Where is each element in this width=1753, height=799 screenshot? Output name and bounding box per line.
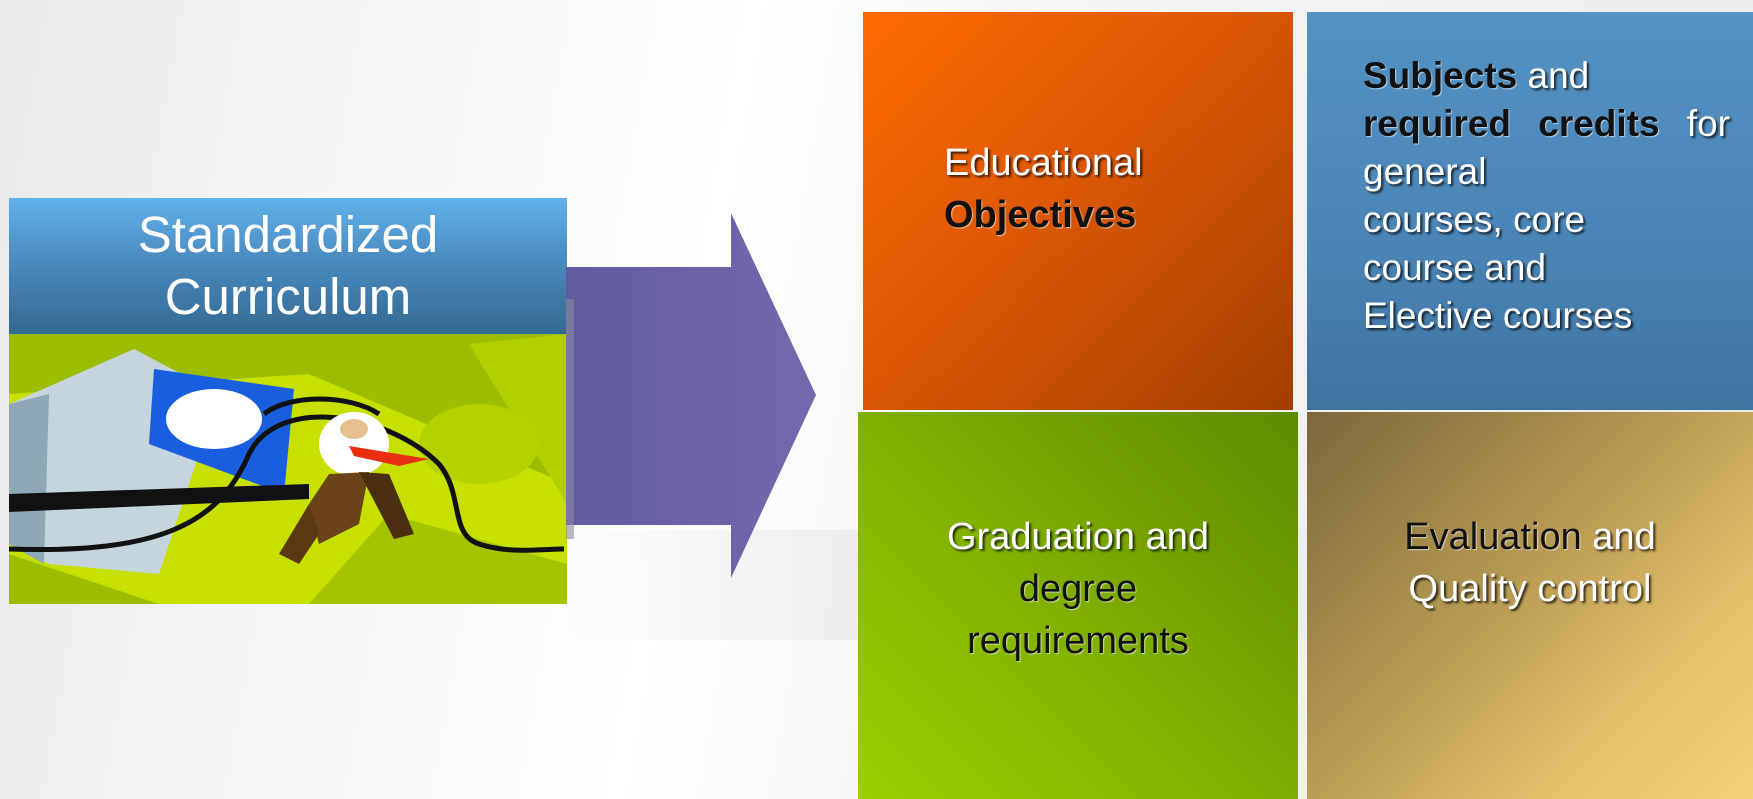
for-text: for bbox=[1686, 103, 1730, 144]
subjects-line2: required credits for bbox=[1363, 100, 1730, 148]
educational-objectives-block: Educational Objectives bbox=[863, 12, 1293, 410]
standardized-curriculum-panel: Standardized Curriculum bbox=[9, 198, 567, 604]
right-arrow-icon bbox=[566, 213, 816, 578]
evaluation-and-text: and bbox=[1581, 516, 1656, 558]
subjects-line6: Elective courses bbox=[1363, 295, 1633, 336]
subjects-and-text: and bbox=[1517, 55, 1590, 96]
subjects-line1: Subjects and bbox=[1363, 52, 1743, 100]
curriculum-title: Standardized Curriculum bbox=[9, 198, 567, 334]
credits-label: credits bbox=[1538, 103, 1660, 144]
graduation-requirements-block: Graduation and degree requirements bbox=[858, 412, 1298, 799]
graduation-line3: requirements bbox=[967, 620, 1189, 662]
quality-control-label: Quality control bbox=[1408, 568, 1652, 610]
subjects-label: Subjects bbox=[1363, 55, 1518, 96]
subjects-line3: general bbox=[1363, 151, 1487, 192]
evaluation-quality-block: Evaluation and Quality control bbox=[1307, 412, 1753, 799]
curriculum-title-line2: Curriculum bbox=[164, 268, 412, 325]
objectives-label: Objectives bbox=[944, 194, 1137, 236]
evaluation-label: Evaluation bbox=[1404, 516, 1582, 558]
subjects-line5: course and bbox=[1363, 247, 1547, 288]
subjects-credits-block: Subjects and required credits for genera… bbox=[1307, 12, 1753, 410]
subjects-line4: courses, core bbox=[1363, 199, 1586, 240]
required-label: required bbox=[1363, 103, 1512, 144]
graduation-line2: degree bbox=[1018, 568, 1138, 610]
educational-label: Educational bbox=[944, 142, 1143, 184]
curriculum-title-line1: Standardized bbox=[137, 206, 439, 263]
evaluation-line1: Evaluation and bbox=[1307, 511, 1753, 563]
graduation-line1: Graduation and bbox=[947, 516, 1209, 558]
computer-person-clipart bbox=[9, 334, 567, 604]
